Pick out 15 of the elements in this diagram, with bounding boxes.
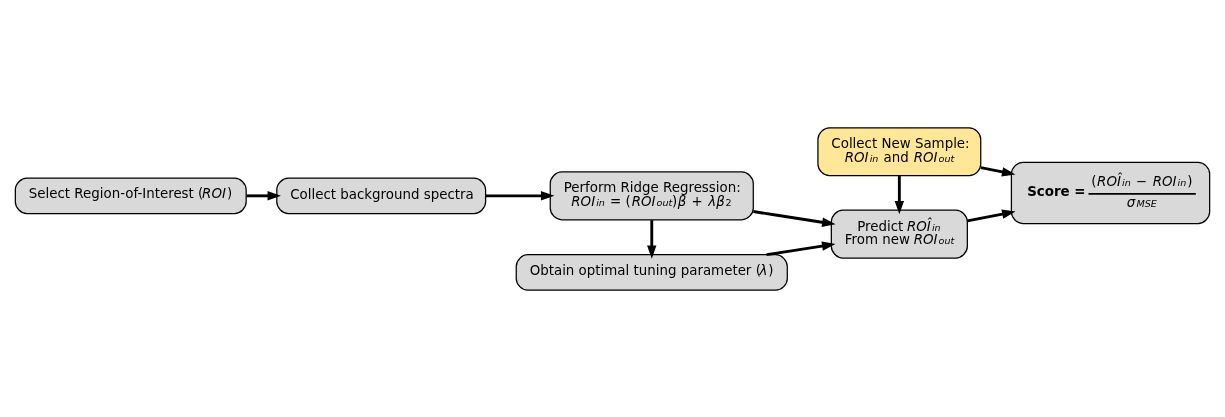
arrow: [766, 240, 836, 256]
arrow: [894, 175, 905, 214]
node-box: Perform Ridge Regression: ROIin = (ROIout)β + λβ2: [549, 170, 754, 220]
arrow: [980, 165, 1016, 176]
node-box: Predict ROÎin From new ROIout: [830, 209, 968, 259]
node-box: Score = (ROÎin − ROIin) σMSE: [1010, 161, 1211, 224]
node-box: Collect New Sample: ROIin and ROIout: [817, 126, 982, 176]
arrow: [485, 190, 555, 201]
node-box: Select Region-of-Interest (ROI): [14, 177, 247, 214]
arrow: [753, 209, 836, 227]
arrow: [246, 190, 281, 201]
node-box: Obtain optimal tuning parameter (λ): [515, 253, 788, 291]
arrow: [967, 208, 1016, 222]
node-box: Collect background spectra: [276, 177, 487, 214]
arrow: [647, 219, 657, 259]
